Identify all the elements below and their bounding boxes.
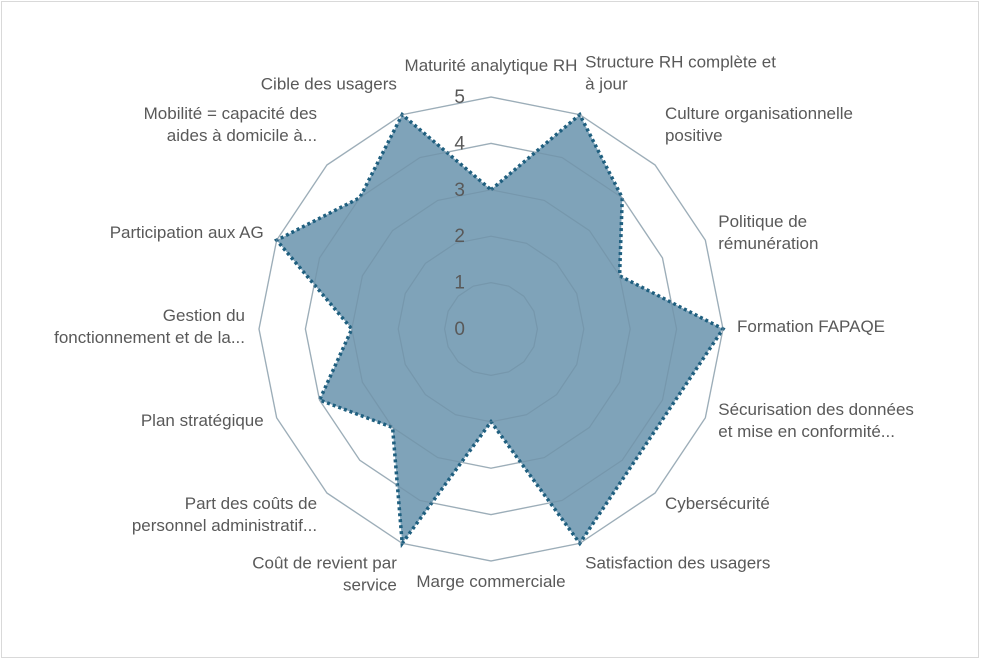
axis-label-5: Sécurisation des données et mise en confo…	[718, 400, 914, 441]
axis-label-line: Marge commerciale	[416, 572, 565, 591]
axis-label-line: Coût de revient par	[252, 553, 397, 572]
axis-label-6: Cybersécurité	[665, 494, 770, 513]
axis-label-line: Politique de	[718, 212, 807, 231]
axis-label-4: Formation FAPAQE	[737, 317, 885, 336]
axis-label-11: Plan stratégique	[141, 411, 264, 430]
axis-label-10: Part des coûts de personnel administratif…	[132, 494, 317, 535]
axis-label-1: Structure RH complète et à jour	[585, 53, 776, 94]
axis-label-line: Sécurisation des données	[718, 400, 914, 419]
axis-label-line: Part des coûts de	[185, 494, 317, 513]
tick-label-2: 2	[454, 226, 465, 247]
tick-label-1: 1	[454, 273, 465, 294]
axis-label-line: positive	[665, 126, 723, 145]
gridline-ring-overlay-4	[304, 142, 678, 516]
axis-label-15: Cible des usagers	[261, 75, 397, 94]
axis-label-3: Politique de rémunération	[718, 212, 818, 253]
axis-label-13: Participation aux AG	[110, 223, 264, 242]
series-area	[276, 114, 723, 544]
axis-label-line: Formation FAPAQE	[737, 317, 885, 336]
tick-label-4: 4	[454, 133, 465, 154]
axis-label-14: Mobilité = capacité des aides à domicile …	[144, 104, 317, 145]
axis-label-line: et mise en conformité...	[718, 422, 895, 441]
tick-label-3: 3	[454, 180, 465, 201]
axis-label-line: personnel administratif...	[132, 516, 317, 535]
axis-label-line: Maturité analytique RH	[405, 56, 578, 75]
axis-label-line: Structure RH complète et	[585, 53, 776, 72]
axis-label-line: Cybersécurité	[665, 494, 770, 513]
axis-label-line: service	[343, 575, 397, 594]
axis-label-line: Culture organisationnelle	[665, 104, 853, 123]
axis-label-line: à jour	[585, 75, 628, 94]
axis-label-line: Mobilité = capacité des	[144, 104, 317, 123]
axis-label-12: Gestion du fonctionnement et de la...	[54, 306, 245, 347]
gridline-ring-overlay-2	[397, 235, 585, 423]
tick-label-5: 5	[454, 87, 465, 108]
gridline-ring-overlay-1	[443, 281, 539, 377]
axis-label-8: Marge commerciale	[416, 572, 565, 591]
axis-label-line: Participation aux AG	[110, 223, 264, 242]
gridline-ring-overlay-3	[351, 189, 631, 469]
axis-label-line: Plan stratégique	[141, 411, 264, 430]
axis-label-line: rémunération	[718, 234, 818, 253]
axis-label-line: Cible des usagers	[261, 75, 397, 94]
axis-label-9: Coût de revient par service	[252, 553, 397, 594]
axis-label-line: aides à domicile à...	[167, 126, 317, 145]
axis-label-7: Satisfaction des usagers	[585, 553, 770, 572]
axis-label-line: Satisfaction des usagers	[585, 553, 770, 572]
gridline-ring-overlay-5	[258, 96, 724, 562]
axis-label-line: fonctionnement et de la...	[54, 328, 245, 347]
axis-label-0: Maturité analytique RH	[405, 56, 578, 75]
tick-label-0: 0	[454, 319, 465, 340]
axis-label-line: Gestion du	[163, 306, 245, 325]
axis-label-2: Culture organisationnelle positive	[665, 104, 853, 145]
